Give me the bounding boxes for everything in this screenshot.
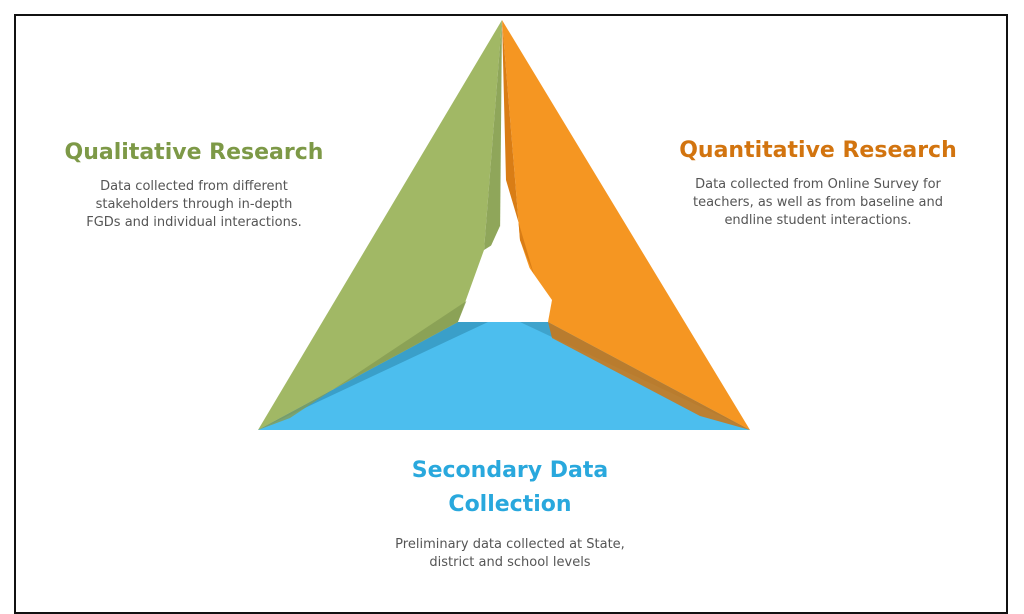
description-line: Preliminary data collected at State, [395, 537, 625, 552]
triangle-diagram [258, 20, 750, 430]
secondary-data-block: Secondary Data Collection Preliminary da… [340, 454, 680, 572]
qualitative-research-inner [484, 20, 502, 250]
quantitative-research-inner [502, 20, 548, 322]
description-line: teachers, as well as from baseline and [693, 195, 943, 210]
qualitative-research-block: Qualitative Research Data collected from… [44, 136, 344, 232]
description-line: Data collected from different [100, 179, 288, 194]
quantitative-research-description: Data collected from Online Survey for te… [660, 176, 976, 230]
secondary-data-face [258, 322, 750, 430]
description-line: Data collected from Online Survey for [695, 177, 941, 192]
quantitative-research-block: Quantitative Research Data collected fro… [660, 134, 976, 230]
description-line: stakeholders through in-depth [95, 197, 293, 212]
qualitative-research-description: Data collected from different stakeholde… [44, 178, 344, 232]
title-line: Secondary Data [411, 458, 609, 483]
secondary-data-description: Preliminary data collected at State, dis… [340, 536, 680, 572]
description-line: district and school levels [429, 555, 591, 570]
description-line: endline student interactions. [724, 213, 912, 228]
quantitative-research-shadow [548, 322, 750, 430]
triangle-center-hole [458, 226, 552, 322]
secondary-data-shadow-left [258, 322, 488, 430]
quantitative-research-face [502, 20, 750, 430]
quantitative-research-title: Quantitative Research [679, 138, 957, 163]
secondary-data-title: Secondary Data Collection [340, 454, 680, 522]
qualitative-research-title: Qualitative Research [64, 140, 324, 165]
title-line: Collection [448, 492, 572, 517]
description-line: FGDs and individual interactions. [86, 215, 302, 230]
